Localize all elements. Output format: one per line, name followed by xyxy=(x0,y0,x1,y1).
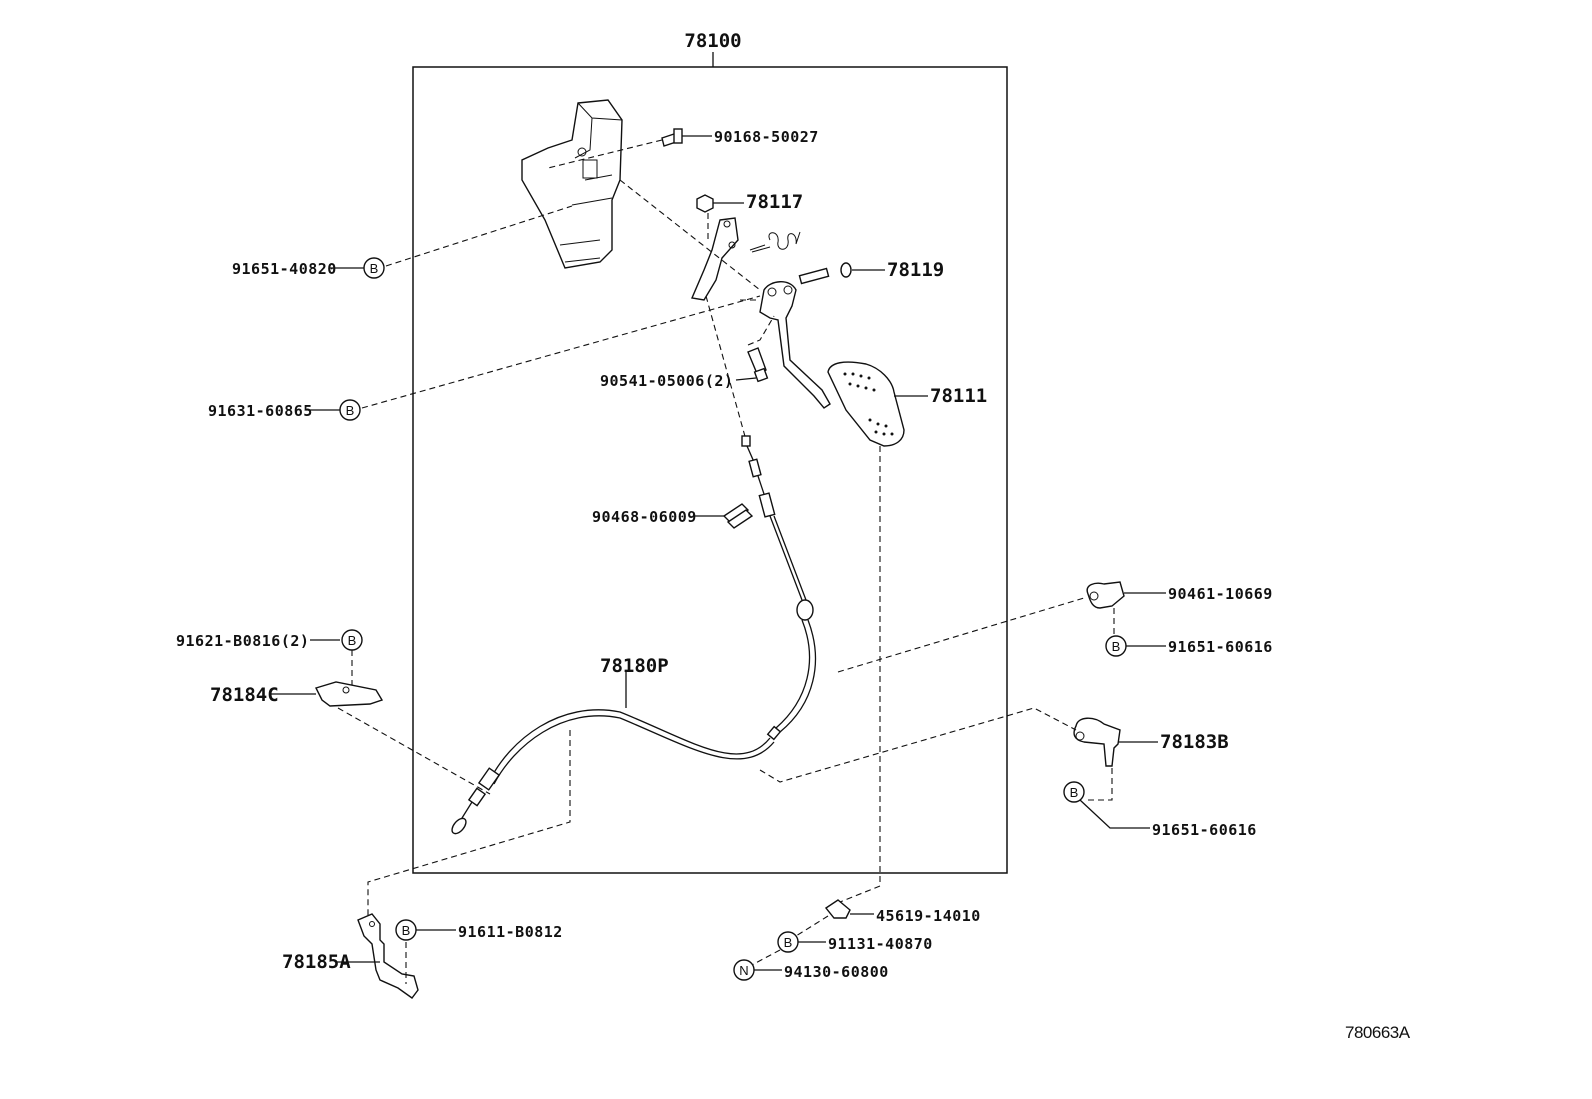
cable-bracket-left xyxy=(315,681,384,707)
pedal-bracket-housing xyxy=(521,99,623,269)
part-label-78185A: 78185A xyxy=(282,951,351,973)
drawing-code: 780663A xyxy=(1345,1023,1411,1042)
stopper-icon xyxy=(824,899,851,919)
symbol-b-text: B xyxy=(346,403,355,418)
symbol-b-text: B xyxy=(348,633,357,648)
assembly-frame xyxy=(412,66,1008,874)
assembly-label: 78100 xyxy=(684,30,741,52)
cable-bracket-lower xyxy=(357,913,419,999)
return-spring xyxy=(749,231,801,253)
part-label-91131-40870: 91131-40870 xyxy=(828,935,933,953)
part-label-91631-60865: 91631-60865 xyxy=(208,402,313,420)
symbol-b-text: B xyxy=(370,261,379,276)
part-label-45619-14010: 45619-14010 xyxy=(876,907,981,925)
part-label-91651-40820: 91651-40820 xyxy=(232,260,337,278)
part-label-90541-05006: 90541-05006(2) xyxy=(600,372,733,390)
part-label-94130-60800: 94130-60800 xyxy=(784,963,889,981)
part-label-78111: 78111 xyxy=(930,385,987,407)
part-label-78180P: 78180P xyxy=(600,655,669,677)
part-label-91651-60616: 91651-60616 xyxy=(1168,638,1273,656)
symbol-b-icon xyxy=(1063,781,1085,803)
clip-icon xyxy=(747,347,769,383)
nut-icon xyxy=(696,194,714,213)
part-label-91621-B0816: 91621-B0816(2) xyxy=(176,632,309,650)
part-label-91611-B0812: 91611-B0812 xyxy=(458,923,563,941)
washer-icon xyxy=(840,262,852,278)
part-label-78184C: 78184C xyxy=(210,684,279,706)
part-label-90168-50027: 90168-50027 xyxy=(714,128,819,146)
symbol-b-text: B xyxy=(402,923,411,938)
symbol-b-text: B xyxy=(784,935,793,950)
part-label-90461-10669: 90461-10669 xyxy=(1168,585,1273,603)
pedal-lever xyxy=(691,217,739,301)
pedal-pad xyxy=(827,361,905,447)
part-label-90468-06009: 90468-06009 xyxy=(592,508,697,526)
cable-bracket-right xyxy=(1073,717,1121,767)
part-label-78117: 78117 xyxy=(746,191,803,213)
part-label-91651-60616-b: 91651-60616 xyxy=(1152,821,1257,839)
symbol-b-text: B xyxy=(1070,785,1079,800)
cable-clip-icon xyxy=(722,503,754,529)
bolt-icon xyxy=(661,128,683,147)
cable-clamp-icon xyxy=(1086,581,1125,609)
symbol-n-text: N xyxy=(739,963,748,978)
symbol-b-text: B xyxy=(1112,639,1121,654)
part-label-78119: 78119 xyxy=(887,259,944,281)
throttle-cable xyxy=(451,295,817,835)
pedal-arm xyxy=(759,281,831,409)
part-label-78183B: 78183B xyxy=(1160,731,1229,753)
pin-icon xyxy=(798,267,830,285)
